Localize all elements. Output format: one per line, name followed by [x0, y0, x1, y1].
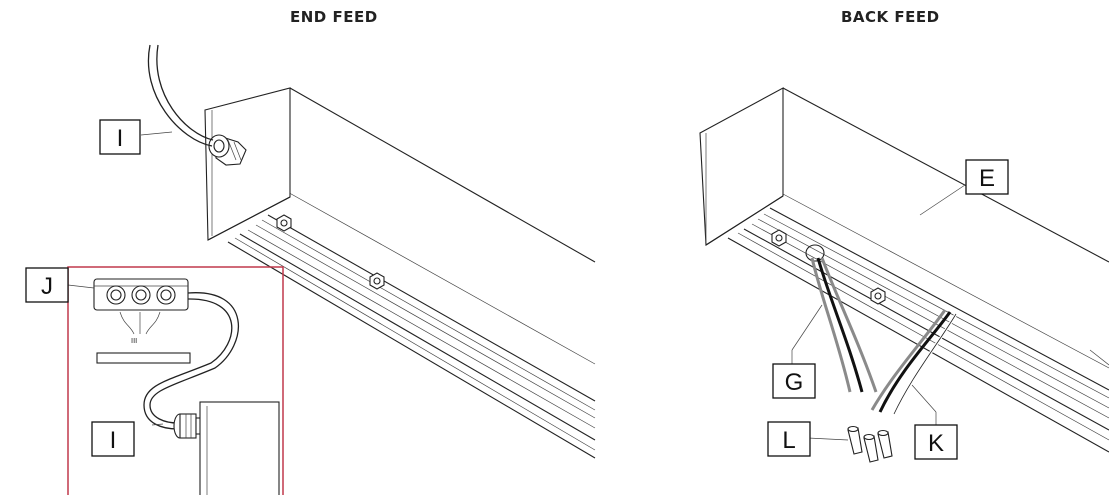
- hex-nut-icon: [771, 229, 787, 247]
- hex-nut-icon: [369, 272, 385, 290]
- junction-box-lid: [96, 352, 191, 364]
- svg-text:I: I: [117, 125, 124, 152]
- label-wire-k: K: [914, 424, 958, 460]
- detail-frame: [67, 266, 284, 495]
- end-feed-fixture: [140, 44, 596, 459]
- wire-connector-icon: [863, 433, 879, 463]
- label-connectors: L: [767, 421, 811, 457]
- back-feed-fixture: [699, 87, 1109, 463]
- label-end-cable: I: [99, 119, 141, 155]
- svg-text:G: G: [785, 369, 804, 396]
- end-feed-heading: END FEED: [290, 8, 378, 26]
- junction-box-icon: III: [93, 278, 189, 345]
- feed-wires: [810, 257, 958, 415]
- svg-text:L: L: [782, 427, 795, 454]
- svg-text:K: K: [928, 430, 944, 457]
- wire-connector-icon: [847, 425, 863, 455]
- detail-contents: III: [93, 278, 280, 495]
- wire-connector-icon: [877, 429, 893, 459]
- svg-text:J: J: [41, 273, 53, 300]
- hex-nut-icon: [276, 214, 292, 232]
- hex-nut-icon: [870, 287, 886, 305]
- svg-text:III: III: [131, 337, 137, 345]
- label-wire-g: G: [772, 363, 816, 399]
- svg-text:E: E: [979, 165, 995, 192]
- label-detail-cable: I: [91, 421, 135, 457]
- label-housing: E: [965, 159, 1009, 195]
- label-junction-box: J: [25, 267, 69, 303]
- svg-text:I: I: [110, 427, 117, 454]
- back-feed-heading: BACK FEED: [841, 8, 940, 26]
- cable-gland-icon: [208, 134, 247, 166]
